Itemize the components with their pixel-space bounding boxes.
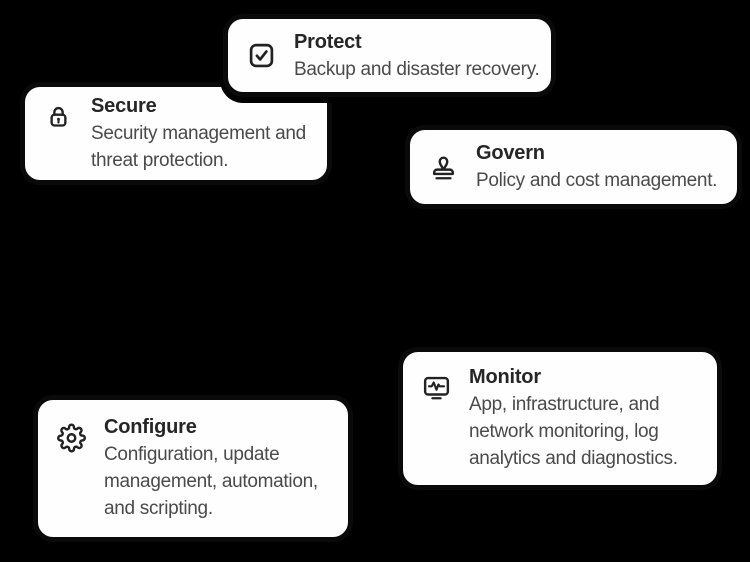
card-description-line: Policy and cost management. [476,170,718,191]
lock-icon [44,102,73,131]
card-protect-text: Protect Backup and disaster recovery. [294,29,540,83]
card-description-line: Security management and [91,123,306,144]
card-description-line: analytics and diagnostics. [469,448,678,469]
card-title: Protect [294,30,362,53]
card-secure-text: Secure Security management and threat pr… [91,93,306,174]
card-description-line: management, automation, [104,471,318,492]
card-description-line: Configuration, update [104,444,280,465]
card-title: Secure [91,95,157,117]
card-title: Monitor [469,366,541,388]
card-title: Govern [476,142,545,164]
card-configure-text: Configure Configuration, update manageme… [104,414,318,522]
card-protect[interactable]: Protect Backup and disaster recovery. [223,14,556,97]
card-configure[interactable]: Configure Configuration, update manageme… [33,395,353,542]
checkbox-check-icon [247,41,276,70]
card-description-line: and scripting. [104,498,213,519]
card-monitor-text: Monitor App, infrastructure, and network… [469,364,678,472]
card-govern[interactable]: Govern Policy and cost management. [405,125,742,209]
card-description-line: network monitoring, log [469,421,659,442]
gear-icon [57,423,86,452]
card-monitor[interactable]: Monitor App, infrastructure, and network… [398,347,722,490]
monitor-pulse-icon [422,373,451,402]
card-secure[interactable]: Secure Security management and threat pr… [20,82,332,185]
card-govern-text: Govern Policy and cost management. [476,140,717,194]
card-description-line: threat protection. [91,150,229,171]
card-description-line: App, infrastructure, and [469,394,660,415]
stamp-icon [429,153,458,182]
card-title: Configure [104,416,197,438]
card-description-line: Backup and disaster recovery. [294,58,540,80]
